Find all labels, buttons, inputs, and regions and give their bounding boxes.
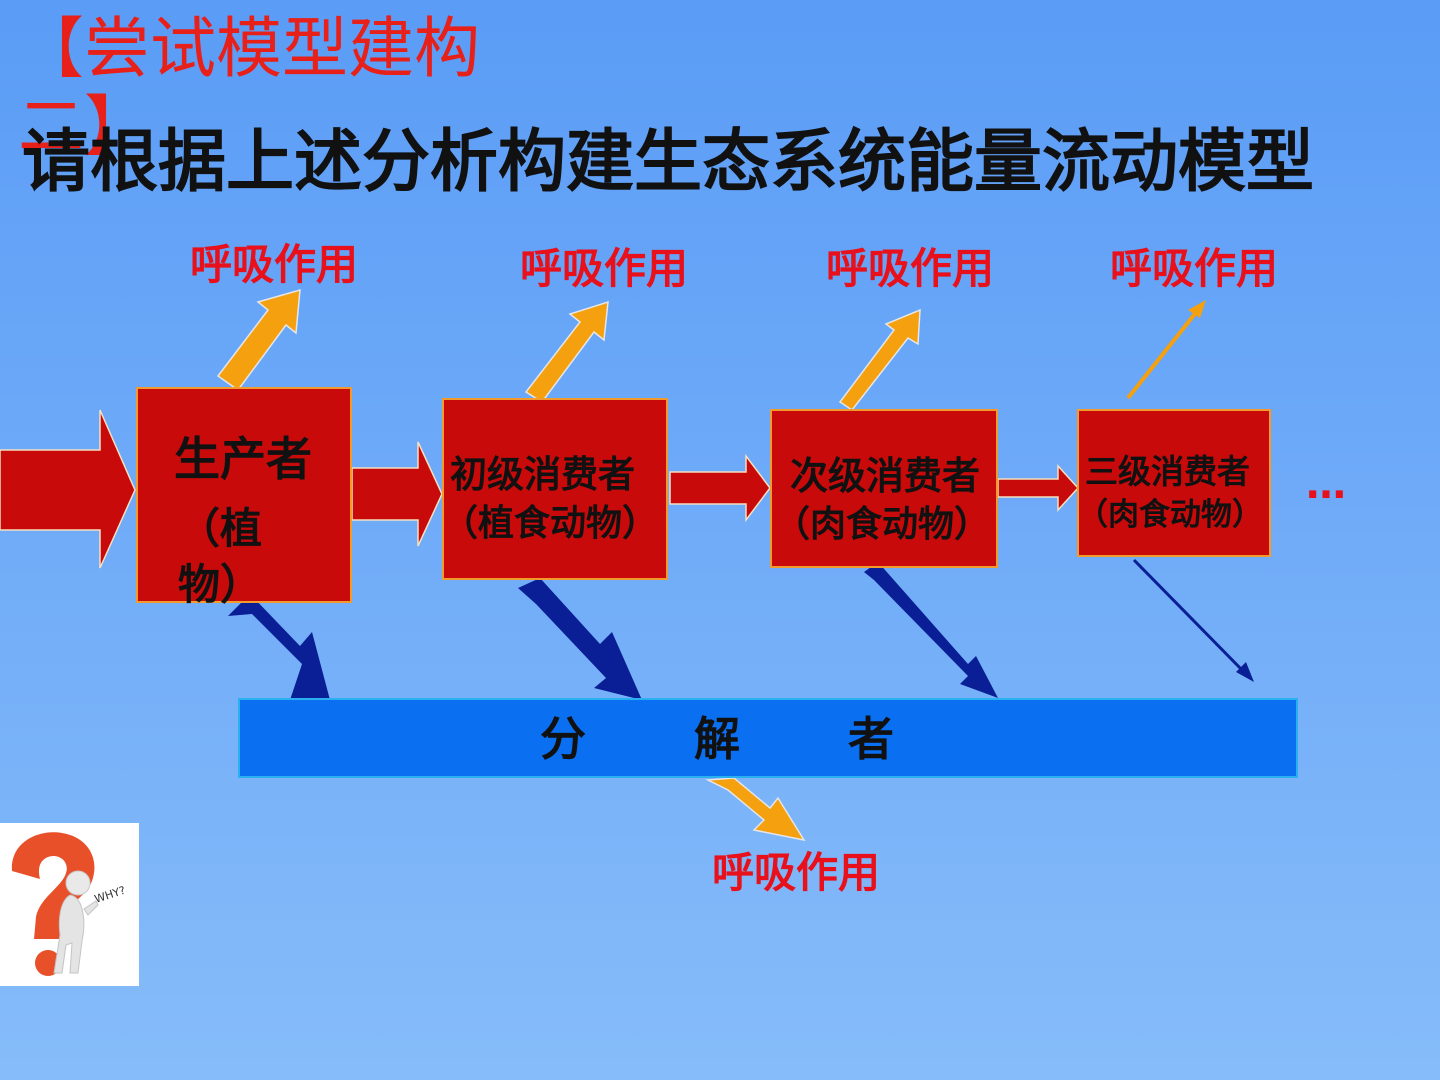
- respiration-label-decomposer: 呼吸作用: [712, 848, 881, 897]
- respiration-arrow-producer: [216, 288, 301, 392]
- decomposition-arrow-producer: [228, 594, 330, 700]
- secondary-consumer-sublabel: （肉食动物）: [774, 504, 991, 545]
- flow-arrow-primary-secondary: [669, 453, 771, 523]
- flow-arrow-secondary-tertiary: [997, 464, 1080, 512]
- decomposer-label: 分解者: [540, 712, 1002, 766]
- question-illustration: WHY?: [11, 832, 127, 976]
- slide-heading-red: 【尝试模型建构二】: [18, 10, 480, 165]
- decomposition-arrow-primary: [518, 578, 642, 700]
- producer-sublabel: （植物）: [178, 504, 263, 609]
- respiration-label-tertiary: 呼吸作用: [1110, 244, 1279, 293]
- respiration-arrow-secondary: [838, 308, 921, 412]
- decomposition-arrow-tertiary: [1132, 558, 1246, 674]
- respiration-arrow-primary: [524, 300, 609, 404]
- continuation-ellipsis: …: [1306, 462, 1346, 508]
- decomposition-arrow-secondary: [864, 562, 998, 698]
- slide-heading: 请根据上述分析构建生态系统能量流动模型: [22, 123, 1315, 202]
- respiration-arrow-decomposer: [705, 777, 806, 842]
- primary-consumer-box: 初级消费者 （植食动物）: [442, 398, 668, 580]
- secondary-consumer-label: 次级消费者: [790, 454, 981, 498]
- energy-input-arrow: [0, 409, 136, 569]
- primary-consumer-sublabel: （植食动物）: [442, 503, 659, 544]
- why-badge: WHY?: [93, 884, 127, 906]
- tertiary-consumer-box: 三级消费者 （肉食动物）: [1077, 409, 1271, 557]
- producer-label: 生产者: [174, 432, 312, 486]
- primary-consumer-label: 初级消费者: [450, 453, 635, 496]
- tertiary-consumer-sublabel: （肉食动物）: [1077, 497, 1263, 533]
- decomposer-bar: 分解者: [238, 698, 1298, 778]
- respiration-label-secondary: 呼吸作用: [826, 244, 995, 293]
- flow-arrow-producer-primary: [351, 441, 443, 547]
- respiration-arrow-tertiary: [1126, 308, 1200, 400]
- producer-box: 生产者 （植物）: [136, 387, 352, 609]
- tertiary-consumer-label: 三级消费者: [1085, 452, 1250, 491]
- question-mark-person-icon: WHY?: [0, 823, 139, 986]
- secondary-consumer-box: 次级消费者 （肉食动物）: [770, 409, 998, 568]
- respiration-label-producer: 呼吸作用: [190, 240, 359, 289]
- respiration-label-primary: 呼吸作用: [520, 244, 689, 293]
